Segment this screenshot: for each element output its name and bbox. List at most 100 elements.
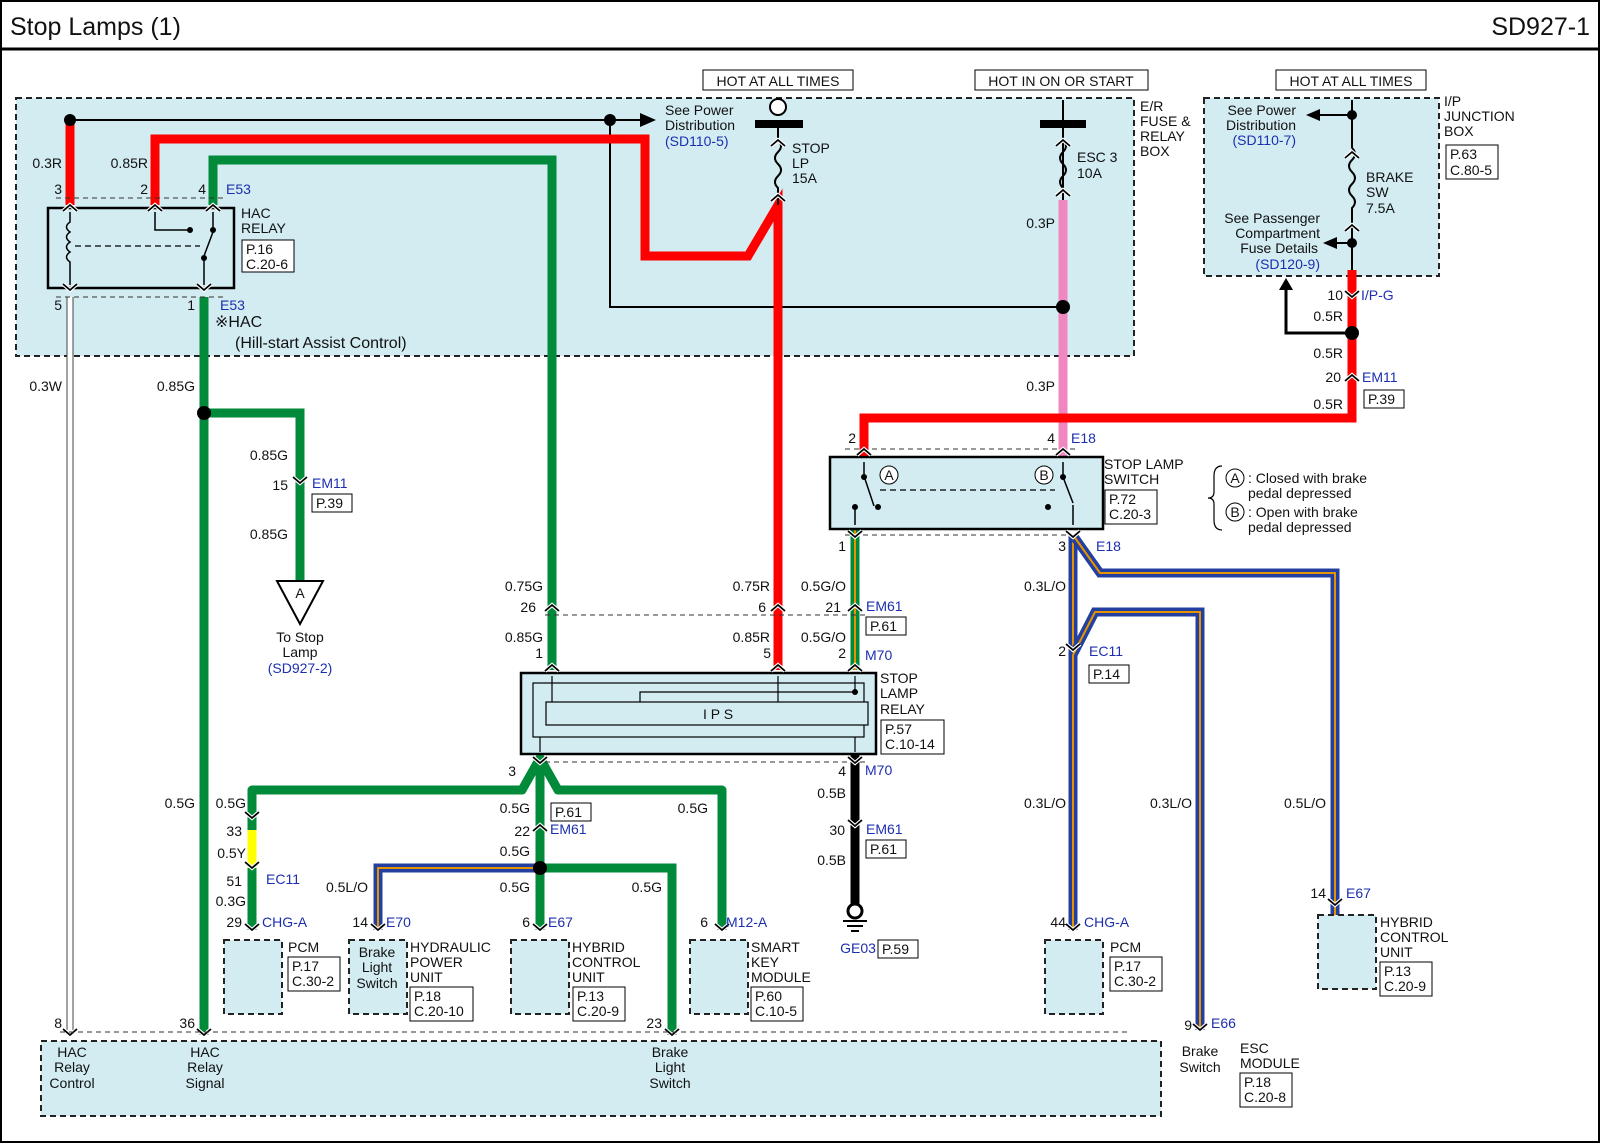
wire-075G — [208, 155, 557, 670]
stop-lp-label-2: LP — [792, 155, 809, 171]
wire-label-03LO-c: 0.3L/O — [1150, 795, 1192, 811]
connector-chevron — [714, 923, 730, 932]
ipg-pin-10: 10 — [1327, 287, 1343, 303]
connector-chevron — [847, 530, 863, 539]
wire-label-085R: 0.85R — [111, 155, 148, 171]
smart-key-name-1: SMART — [751, 939, 800, 955]
power-dist-right-ref[interactable]: (SD110-7) — [1232, 132, 1296, 148]
connector-chevron — [847, 663, 863, 672]
connector-chevron — [544, 603, 560, 612]
ec11-ref-box — [1088, 664, 1130, 684]
connector-chevron — [1344, 223, 1360, 232]
power-dist-left-ref[interactable]: (SD110-5) — [665, 133, 729, 149]
pcm-left-conn: CHG-A — [262, 914, 308, 930]
hpu-ref-2: C.20-10 — [414, 1003, 464, 1019]
hac-pin-2: 2 — [140, 181, 148, 197]
wire-label-05G-b: 0.5G — [216, 795, 246, 811]
slr-ref-box — [880, 719, 945, 755]
passenger-fuse-3: Fuse Details — [1240, 240, 1318, 256]
em61-ref-left: P.61 — [555, 804, 582, 820]
esc-ref-2: C.20-8 — [1244, 1089, 1286, 1105]
hcu-right-ref-box — [1379, 961, 1433, 997]
slr-ref-2: C.10-14 — [885, 736, 935, 752]
ip-box-label-3: BOX — [1444, 123, 1474, 139]
wire-label-05B-b: 0.5B — [817, 852, 846, 868]
hac-relay-contact-dot — [187, 227, 193, 233]
em11-label-right: EM11 — [1362, 369, 1398, 385]
legend-b-mark — [1225, 502, 1245, 522]
esc-name-1: ESC — [1240, 1040, 1269, 1056]
hcu-right-name-1: HYBRID — [1380, 914, 1433, 930]
ipg-return-wire — [1284, 285, 1352, 335]
em61-label-top: EM61 — [866, 598, 903, 614]
ground-ref-box — [877, 939, 919, 959]
hac-sig-3: Signal — [186, 1075, 225, 1091]
wire-label-05G-d: 0.5G — [678, 800, 708, 816]
esc-ref-box — [1239, 1072, 1293, 1108]
hpu-ref-1: P.18 — [414, 988, 441, 1004]
passenger-fuse-ref[interactable]: (SD120-9) — [1255, 256, 1320, 272]
esc-inner-2: Switch — [1179, 1059, 1220, 1075]
wire-label-085G-b: 0.85G — [250, 447, 288, 463]
em61-pin-21: 21 — [825, 599, 841, 615]
power-dist-arrow — [640, 113, 656, 127]
connector-chevron — [1065, 530, 1081, 539]
offpage-ref[interactable]: (SD927-2) — [268, 660, 333, 676]
ips-lead — [639, 676, 856, 702]
hac-relay-contact — [154, 212, 190, 231]
wire-label-03P-b: 0.3P — [1026, 378, 1055, 394]
sls-ref-1: P.72 — [1109, 491, 1136, 507]
connector-chevron — [847, 603, 863, 612]
hcu-right-ref-2: C.20-9 — [1384, 978, 1426, 994]
hcu-right-name-2: CONTROL — [1380, 929, 1449, 945]
hac-relay-ref-1: P.16 — [246, 241, 273, 257]
pcm-right-name: PCM — [1110, 939, 1141, 955]
legend-brace — [1207, 465, 1223, 531]
hac-pin-1: 1 — [187, 297, 195, 313]
connector-chevron — [1192, 1023, 1208, 1032]
diagram-code: SD927-1 — [1491, 13, 1590, 41]
smart-key-name-3: MODULE — [751, 969, 811, 985]
hpu-inner-1: Brake — [359, 944, 396, 960]
hpu-pin: 14 — [352, 914, 368, 930]
m70-label-top: M70 — [865, 647, 892, 663]
hot-label-box-1 — [702, 69, 854, 91]
ips-dot — [852, 689, 858, 695]
smart-key-pin: 6 — [700, 914, 708, 930]
offpage-text-1: To Stop — [276, 629, 324, 645]
power-dist-left-1: See Power — [665, 102, 734, 118]
connector-chevron — [1065, 643, 1081, 652]
connector-chevron — [62, 1028, 78, 1037]
wire-label-05G-a: 0.5G — [165, 795, 195, 811]
hac-pin-4: 4 — [198, 181, 206, 197]
connector-chevron — [532, 823, 548, 832]
brake-sw-label-1: BRAKE — [1366, 169, 1413, 185]
ipg-arrow — [1279, 278, 1293, 290]
wire-05LO-hpu-stripe — [377, 867, 540, 930]
m70-pin-1: 1 — [535, 645, 543, 661]
pcm-right-conn: CHG-A — [1084, 914, 1130, 930]
pcm-left-name: PCM — [288, 939, 319, 955]
ec11-ref: P.14 — [1093, 666, 1120, 682]
wire-label-05G-e: 0.5G — [500, 843, 530, 859]
hot-in-on-or-start: HOT IN ON OR START — [988, 73, 1134, 89]
sls-pin-3: 3 — [1058, 538, 1066, 554]
smart-key-ref-box — [750, 986, 804, 1022]
offpage-text-2: Lamp — [282, 644, 317, 660]
connector-chevron — [1055, 188, 1071, 197]
wire-05G-bus — [247, 753, 727, 930]
wire-label-05R-b: 0.5R — [1313, 345, 1343, 361]
esc-pin: 9 — [1184, 1017, 1192, 1033]
splice-dot — [1345, 326, 1359, 340]
hac-relay-label-2: RELAY — [241, 220, 287, 236]
legend-a-text-2: pedal depressed — [1248, 485, 1352, 501]
offpage-connector-triangle[interactable] — [275, 580, 325, 627]
bottom-pin-23: 23 — [646, 1015, 662, 1031]
ec11-pin-51: 51 — [226, 873, 242, 889]
connector-chevron — [244, 811, 260, 820]
legend-b-text-1: : Open with brake — [1248, 504, 1358, 520]
esc3-fuse-icon — [1059, 128, 1067, 200]
stop-lp-fuse-icon — [774, 128, 782, 205]
ips-inner — [545, 701, 869, 726]
splice-dot — [64, 114, 76, 126]
